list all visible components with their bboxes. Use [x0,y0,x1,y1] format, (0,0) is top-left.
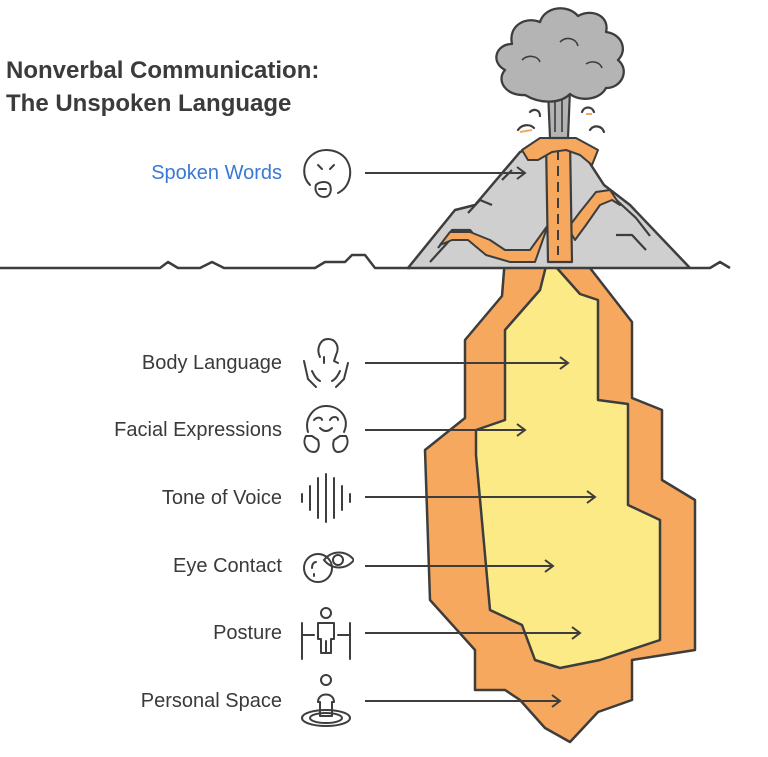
arrow-facial-expressions [365,423,527,437]
title-line-2: The Unspoken Language [6,90,292,117]
smiling-face-icon [303,405,349,453]
label-posture: Posture [213,622,282,644]
lava-flow-left [439,224,549,263]
label-personal-space: Personal Space [140,690,282,712]
sound-wave-icon [301,473,351,523]
ground-line [0,253,731,270]
label-body-language: Body Language [141,352,282,374]
label-facial-expressions: Facial Expressions [114,419,282,441]
label-tone-of-voice: Tone of Voice [161,487,282,509]
lava-spatter [516,106,606,134]
arrow-tone-of-voice [365,490,597,504]
mouth-face-icon [303,149,352,199]
lava-flow-right [567,189,621,241]
label-spoken-words: Spoken Words [151,162,282,184]
personal-space-icon [301,674,351,727]
mountain-ridge-lines [429,169,651,263]
arrow-body-language [365,356,570,370]
diagram-title: Nonverbal Communication: The Unspoken La… [6,54,319,120]
title-line-1: Nonverbal Communication: [6,57,320,84]
smoke-cloud [495,7,625,103]
arrow-eye-contact [365,559,555,573]
arrow-spoken-words [365,166,527,180]
arrow-personal-space [365,694,562,708]
posture-icon [301,607,351,660]
body-language-icon [303,338,349,388]
arrow-posture [365,626,582,640]
eye-contact-icon [303,551,354,583]
connector-arrows [365,166,597,708]
label-eye-contact: Eye Contact [173,555,282,577]
